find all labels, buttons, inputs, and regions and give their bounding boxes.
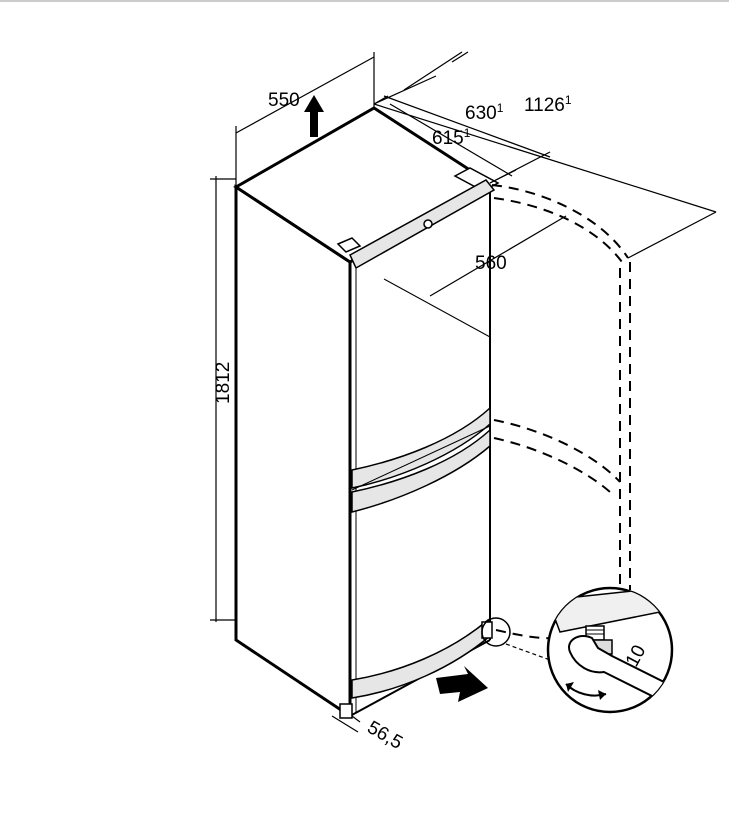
foot-detail-marker xyxy=(481,617,511,647)
door-1126-note: 1 xyxy=(565,93,572,107)
foot-detail-inset xyxy=(505,586,674,714)
detail-leader-line xyxy=(505,643,551,661)
front-foot xyxy=(339,703,353,719)
depth-630-note: 1 xyxy=(497,101,504,115)
upper-door-handle xyxy=(351,406,491,489)
side-clearance-line xyxy=(331,715,359,733)
depth-615-value: 615 xyxy=(432,128,464,149)
door-gap-line xyxy=(351,425,491,491)
height-label: 1812 xyxy=(213,362,234,404)
side-clearance-label: 56,5 xyxy=(364,717,407,754)
door-lock-icon xyxy=(423,219,433,229)
swing-560-line xyxy=(429,215,567,297)
width-label: 550 xyxy=(268,90,300,111)
door-1126-value: 1126 xyxy=(524,95,565,116)
depth-extension-2 xyxy=(403,51,463,91)
air-intake-arrow-icon xyxy=(436,666,488,702)
lower-door-handle xyxy=(351,428,491,513)
wrench-icon xyxy=(568,634,672,708)
dimension-lines xyxy=(210,51,717,733)
fridge-side-panel xyxy=(234,184,352,719)
depth-extension-3 xyxy=(451,51,469,63)
lower-door-swing-arc-inner xyxy=(493,437,611,493)
door-swing-label: 560 xyxy=(475,253,507,274)
upper-door-swing-arc xyxy=(491,184,629,259)
depth-1126-line xyxy=(373,103,717,213)
side-clearance-tick xyxy=(351,715,361,723)
hinge-rear xyxy=(336,237,362,253)
depth-630-value: 630 xyxy=(465,103,497,124)
width-dimension-line xyxy=(235,56,375,134)
upper-door-top-trim xyxy=(349,179,496,270)
door-1126-label: 11261 xyxy=(524,93,572,116)
fridge-body xyxy=(233,106,511,719)
air-flow-up-arrow-icon xyxy=(304,95,324,137)
depth-615-label: 6151 xyxy=(432,126,471,149)
depth-630-line xyxy=(383,95,551,158)
depth-630-label: 6301 xyxy=(465,101,504,124)
open-door-outline xyxy=(491,184,631,640)
upper-door-swing-arc-inner xyxy=(493,197,623,263)
interior-guide-line xyxy=(383,278,491,338)
door-615-extension xyxy=(489,169,517,184)
lower-door-swing-arc xyxy=(493,419,621,483)
door-1126-extension xyxy=(627,211,717,259)
depth-615-note: 1 xyxy=(464,126,471,140)
